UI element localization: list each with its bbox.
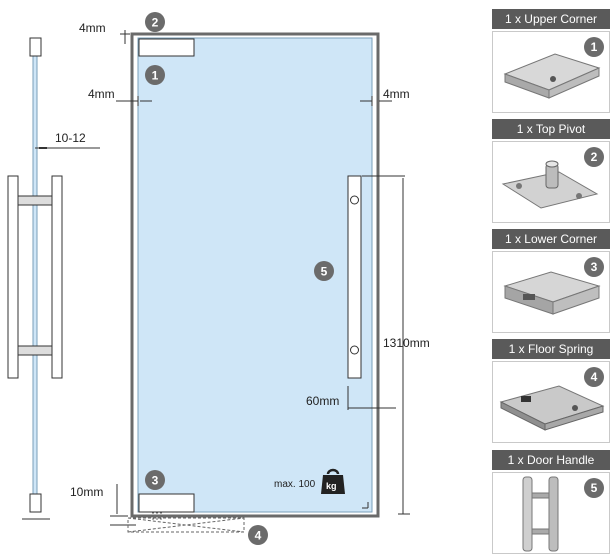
lower-corner-fitting [138, 493, 195, 513]
component-number: 5 [584, 478, 604, 498]
door-diagram: 10-12 4mm 4mm 4mm 1310mm [7, 12, 430, 545]
component-image: 5 [492, 472, 610, 554]
component-label: 1 x Lower Corner [492, 229, 610, 249]
component-label: 1 x Floor Spring [492, 339, 610, 359]
callout-4: 4 [248, 525, 268, 545]
component-label: 1 x Upper Corner [492, 9, 610, 29]
weight-limit-label: max. 100 [274, 479, 316, 490]
svg-text:2: 2 [152, 16, 159, 30]
top-gap-label: 4mm [79, 21, 106, 35]
component-number: 3 [584, 257, 604, 277]
left-gap-label: 4mm [88, 87, 115, 101]
component-number: 1 [584, 37, 604, 57]
glass-panel [137, 37, 373, 513]
callout-1: 1 [145, 65, 165, 85]
component-number: 4 [584, 367, 604, 387]
top-pivot-plate-icon [501, 160, 599, 209]
component-image: 1 [492, 31, 610, 113]
component-label: 1 x Door Handle [492, 450, 610, 470]
floor-spring-outline [127, 512, 245, 533]
component-number: 2 [584, 147, 604, 167]
weight-unit-label: kg [326, 481, 337, 491]
door-frame [130, 32, 380, 518]
side-view: 10-12 [7, 37, 100, 520]
door-handle-icon [522, 476, 559, 552]
svg-text:3: 3 [152, 474, 159, 488]
lower-corner-fitting-icon [503, 271, 601, 315]
callout-2: 2 [145, 12, 165, 32]
component-image: 4 [492, 361, 610, 443]
component-label: 1 x Top Pivot [492, 119, 610, 139]
bottom-gap-label: 10mm [70, 485, 103, 499]
upper-corner-fitting [138, 38, 195, 57]
right-gap-label: 4mm [383, 87, 410, 101]
callout-5: 5 [314, 261, 334, 281]
floor-spring-icon [499, 385, 605, 431]
callout-3: 3 [145, 470, 165, 490]
kettlebell-icon [321, 468, 345, 494]
upper-corner-fitting-icon [503, 53, 601, 99]
svg-text:5: 5 [321, 265, 328, 279]
handle-offset-label: 60mm [306, 394, 339, 408]
svg-text:1: 1 [152, 69, 159, 83]
handle-height-label: 1310mm [383, 336, 430, 350]
glass-thickness-label: 10-12 [55, 131, 86, 145]
component-image: 2 [492, 141, 610, 223]
component-image: 3 [492, 251, 610, 333]
front-door-handle [347, 175, 362, 379]
svg-text:4: 4 [255, 529, 262, 543]
front-view: 4mm 4mm 4mm 1310mm 60mm 10mm [70, 21, 430, 533]
